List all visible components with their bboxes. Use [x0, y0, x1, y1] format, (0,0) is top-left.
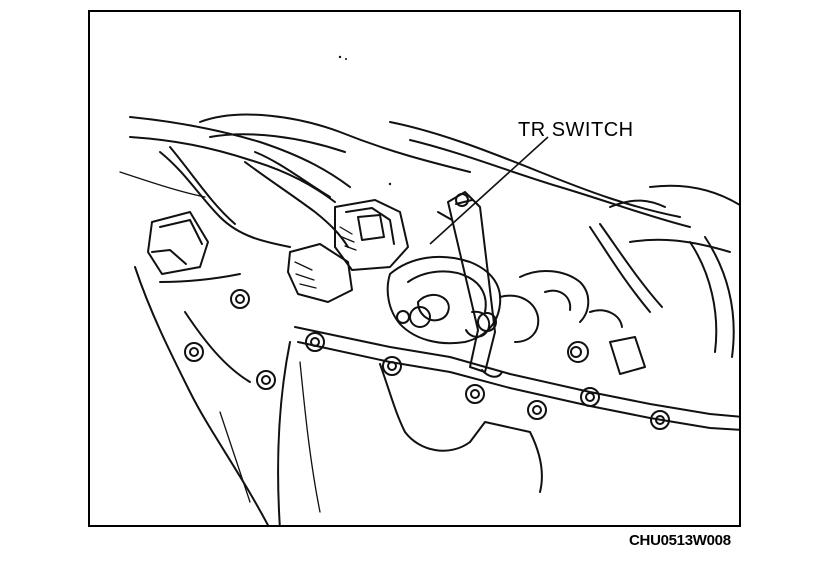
bolt: [305, 332, 325, 352]
bolt: [527, 400, 547, 420]
switch-connectors: [287, 199, 409, 303]
bolt: [396, 310, 410, 324]
case-bolts: [184, 289, 670, 430]
callout-leader-line: [429, 136, 549, 245]
right-side-components: [519, 236, 735, 375]
bolt: [184, 342, 204, 362]
figure-frame: TR SWITCH: [88, 10, 741, 527]
bolt: [580, 387, 600, 407]
manual-shift-lever: [437, 191, 503, 378]
transmission-illustration: [119, 55, 739, 525]
tr-switch-label: TR SWITCH: [518, 119, 634, 141]
harness-connector-left: [147, 211, 209, 275]
bolt: [465, 384, 485, 404]
bolt: [382, 356, 402, 376]
bolt: [256, 370, 276, 390]
tr-switch-body: [386, 255, 540, 345]
bolt: [230, 289, 250, 309]
bolt: [650, 410, 670, 430]
transmission-case: [134, 266, 739, 525]
figure-code: CHU0513W008: [629, 532, 731, 549]
bolt: [570, 346, 582, 358]
wiring-harness: [119, 113, 739, 313]
scan-speckles: [338, 55, 392, 186]
